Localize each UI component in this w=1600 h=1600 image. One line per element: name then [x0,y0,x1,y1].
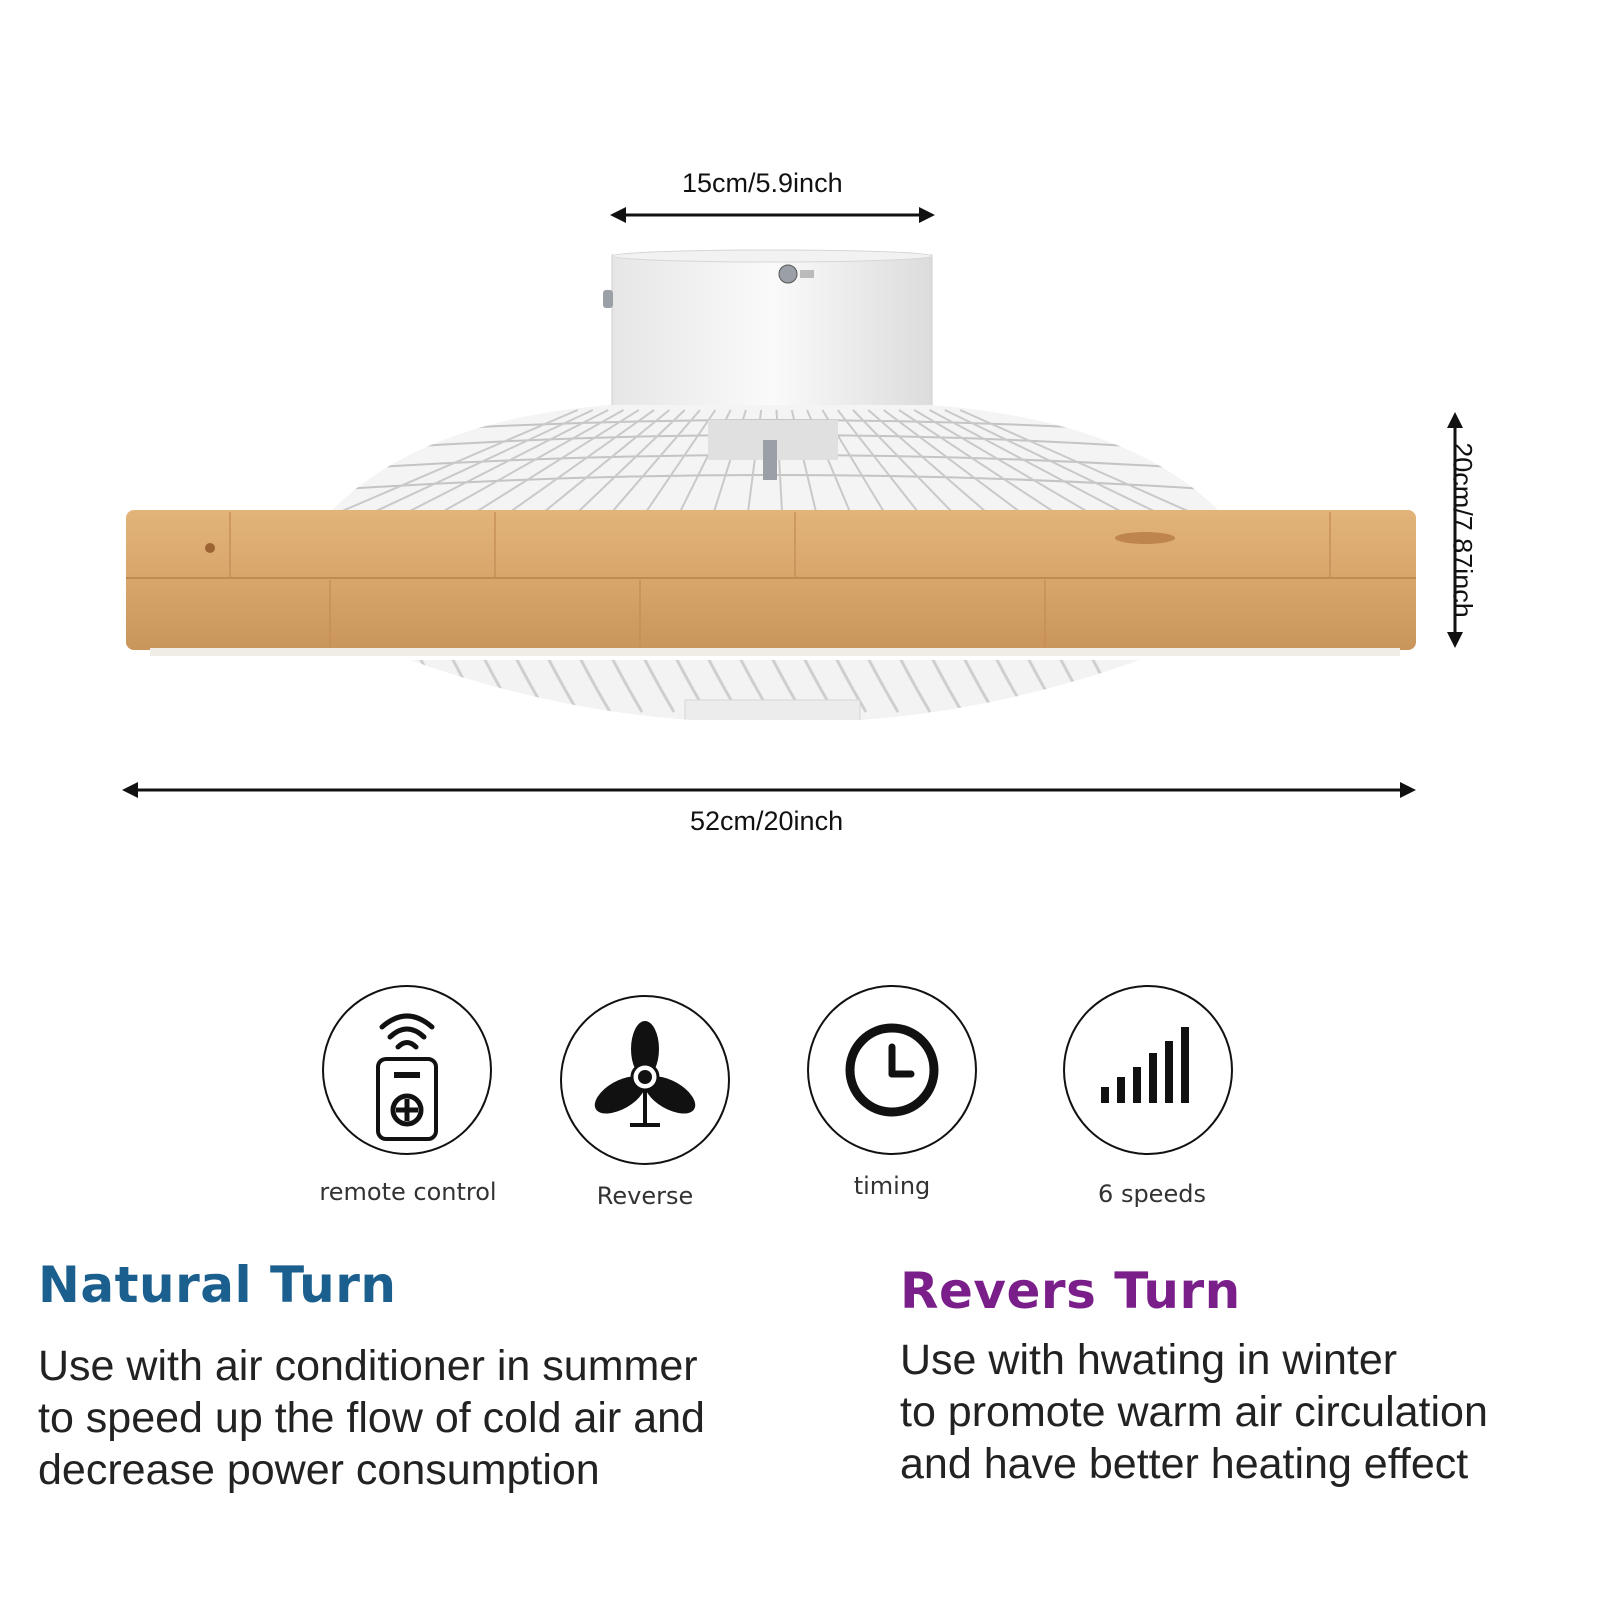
feature-label-speeds: 6 speeds [1098,1180,1206,1208]
feature-label-remote: remote control [319,1178,497,1206]
diameter-label: 52cm/20inch [690,806,844,836]
timing-feature [807,985,977,1155]
natural-turn-title: Natural Turn [38,1256,397,1314]
natural-line-2: to speed up the flow of cold air and [38,1394,705,1442]
diameter-arrow [122,782,1416,798]
revers-line-2: to promote warm air circulation [900,1388,1488,1436]
natural-turn-description: Use with air conditioner in summer to sp… [38,1340,705,1496]
fan-cage-top [330,405,1220,512]
clock-icon [845,1023,939,1117]
remote-control-feature [322,985,492,1155]
height-label: 20cm/7.87inch [1447,442,1478,618]
height-arrow [1447,412,1463,648]
fan-canopy [603,249,933,416]
feature-label-reverse: Reverse [596,1182,694,1210]
fan-cage-bottom [410,660,1140,720]
revers-line-1: Use with hwating in winter [900,1336,1398,1384]
speeds-feature [1063,985,1233,1155]
revers-turn-description: Use with hwating in winter to promote wa… [900,1334,1488,1490]
remote-control-icon [376,1013,438,1141]
top-width-label: 15cm/5.9inch [682,168,843,198]
reverse-feature [560,995,730,1165]
revers-line-3: and have better heating effect [900,1440,1469,1488]
natural-line-1: Use with air conditioner in summer [38,1342,698,1390]
feature-label-timing: timing [853,1172,931,1200]
wood-ring [126,510,1416,656]
signal-bars-icon [1101,1027,1189,1103]
fan-icon [594,1021,696,1127]
ceiling-fan-illustration [122,207,1463,798]
natural-line-3: decrease power consumption [38,1446,600,1494]
revers-turn-title: Revers Turn [900,1262,1241,1320]
top-width-arrow [610,207,935,223]
